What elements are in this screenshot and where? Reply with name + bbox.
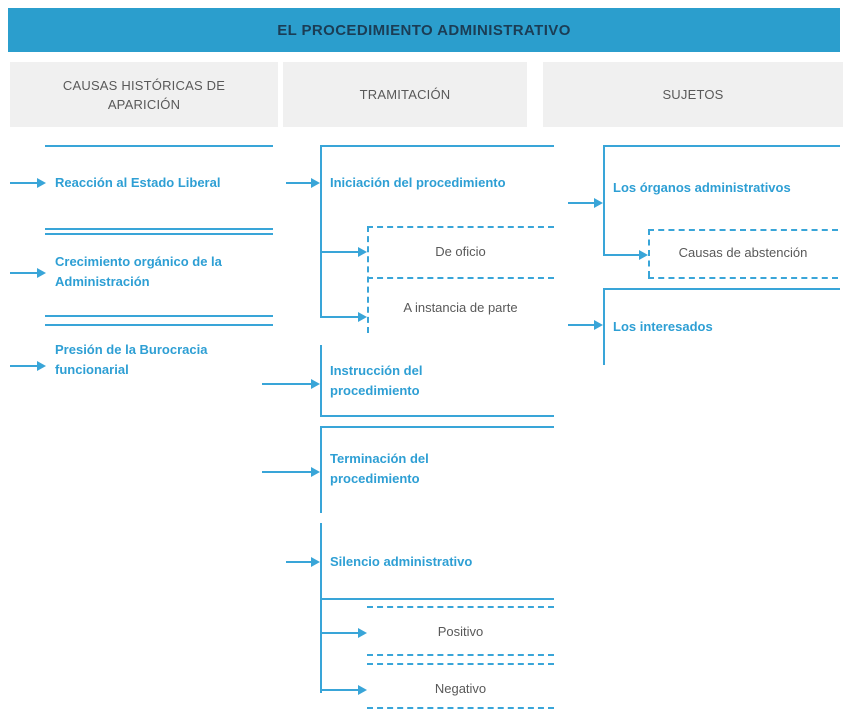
dashed-box-line <box>367 226 369 333</box>
box-border-line <box>45 228 273 230</box>
box-border-line <box>603 288 605 365</box>
column-header-label: SUJETOS <box>662 87 724 102</box>
arrow-into-terminacion <box>262 467 320 477</box>
page-title: EL PROCEDIMIENTO ADMINISTRATIVO <box>277 21 571 39</box>
arrow-into-interesados <box>568 320 603 330</box>
arrow-into-reaccion <box>10 178 46 188</box>
box-border-line <box>603 145 605 255</box>
dashed-box-line <box>367 277 554 279</box>
box-border-line <box>45 145 273 147</box>
arrow-into-de-oficio <box>320 247 367 257</box>
title-bar: EL PROCEDIMIENTO ADMINISTRATIVO <box>8 8 840 52</box>
node-interesados: Los interesados <box>613 319 713 334</box>
node-negativo: Negativo <box>434 681 487 696</box>
node-terminacion-procedimiento: Terminación del procedimiento <box>330 451 429 486</box>
dashed-box-line <box>648 229 650 277</box>
node-reaccion-estado-liberal: Reacción al Estado Liberal <box>55 175 221 190</box>
dashed-box-line <box>367 663 554 665</box>
box-border-line <box>320 523 322 693</box>
box-border-line <box>320 415 554 417</box>
column-header-label: TRAMITACIÓN <box>359 87 451 102</box>
arrow-into-presion <box>10 361 46 371</box>
column-header-tramitacion: TRAMITACIÓN <box>283 62 527 127</box>
dashed-box-line <box>648 229 838 231</box>
arrow-into-causas-abstencion <box>603 250 648 260</box>
box-border-line <box>320 345 322 415</box>
box-border-line <box>320 426 322 513</box>
box-border-line <box>603 288 840 290</box>
box-border-line <box>320 426 554 428</box>
arrow-into-positivo <box>320 628 367 638</box>
column-header-label: CAUSAS HISTÓRICAS DE APARICIÓN <box>62 77 226 112</box>
box-border-line <box>45 315 273 317</box>
arrow-into-instruccion <box>262 379 320 389</box>
dashed-box-line <box>367 226 554 228</box>
node-organos-administrativos: Los órganos administrativos <box>613 180 791 195</box>
node-a-instancia-de-parte: A instancia de parte <box>403 300 518 315</box>
node-de-oficio: De oficio <box>435 244 486 259</box>
box-border-line <box>320 145 554 147</box>
node-instruccion-procedimiento: Instrucción del procedimiento <box>330 363 423 398</box>
node-causas-abstencion: Causas de abstención <box>678 245 808 260</box>
box-border-line <box>45 324 273 326</box>
box-border-line <box>320 598 554 600</box>
dashed-box-line <box>648 277 838 279</box>
dashed-box-line <box>367 707 554 709</box>
arrow-into-organos <box>568 198 603 208</box>
column-header-sujetos: SUJETOS <box>543 62 843 127</box>
dashed-box-line <box>367 654 554 656</box>
box-border-line <box>603 145 840 147</box>
arrow-into-negativo <box>320 685 367 695</box>
node-positivo: Positivo <box>437 624 484 639</box>
arrow-into-silencio <box>286 557 320 567</box>
arrow-into-a-instancia <box>320 312 367 322</box>
arrow-into-iniciacion <box>286 178 320 188</box>
box-border-line <box>45 233 273 235</box>
node-silencio-administrativo: Silencio administrativo <box>330 554 473 569</box>
node-iniciacion-procedimiento: Iniciación del procedimiento <box>330 175 506 190</box>
node-presion-burocracia: Presión de la Burocracia funcionarial <box>55 342 208 377</box>
box-border-line <box>320 145 322 317</box>
arrow-into-crecimiento <box>10 268 46 278</box>
node-crecimiento-organico: Crecimiento orgánico de la Administració… <box>55 254 222 289</box>
column-header-causas-historicas: CAUSAS HISTÓRICAS DE APARICIÓN <box>10 62 278 127</box>
dashed-box-line <box>367 606 554 608</box>
